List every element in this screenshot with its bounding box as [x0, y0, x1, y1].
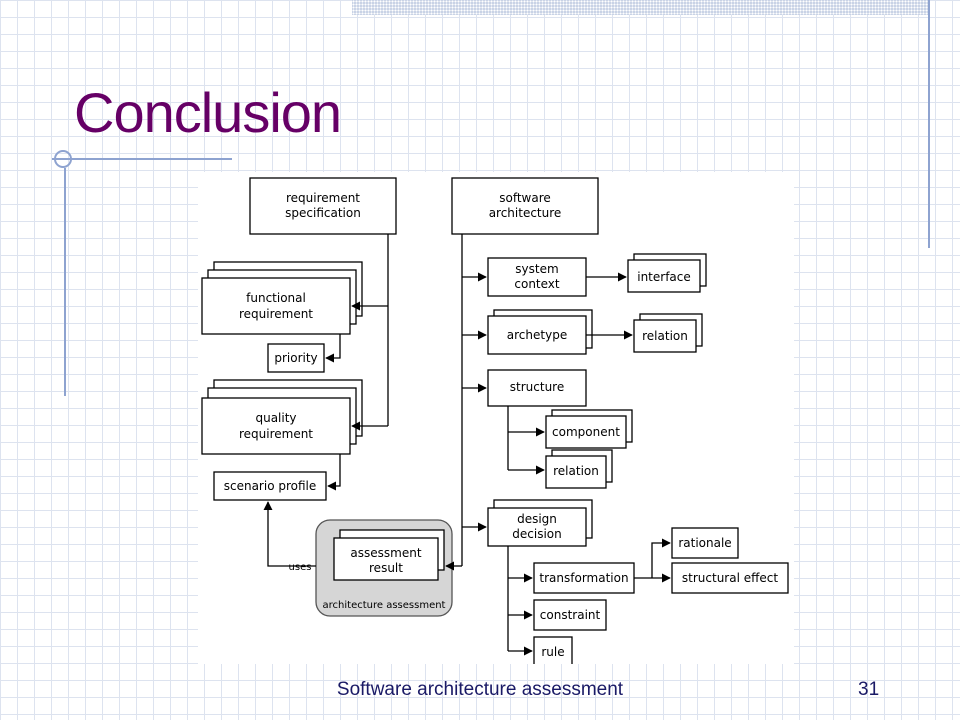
- interface-node: interface: [627, 253, 707, 293]
- top-decorative-band: [352, 0, 930, 15]
- component-label: component: [552, 425, 620, 439]
- uses-label: uses: [289, 562, 312, 573]
- relation-archetype-node: relation: [633, 313, 703, 353]
- structure-node: structure: [487, 369, 587, 407]
- priority-node: priority: [267, 343, 325, 373]
- transformation-label: transformation: [539, 571, 628, 585]
- architecture-assessment-label: architecture assessment: [323, 600, 446, 611]
- rationale-node: rationale: [671, 527, 739, 559]
- archetype-node: archetype: [487, 309, 593, 355]
- structural-effect-label: structural effect: [682, 571, 778, 585]
- component-node: component: [545, 409, 633, 449]
- design-decision-node: design decision: [487, 499, 593, 547]
- software-architecture-label-1: software: [499, 191, 551, 205]
- architecture-assessment-diagram: requirement specification functional req…: [201, 177, 789, 664]
- left-accent-line: [64, 168, 66, 396]
- design-decision-label-1: design: [517, 512, 557, 526]
- relation-archetype-label: relation: [642, 329, 688, 343]
- transformation-node: transformation: [533, 562, 635, 594]
- assessment-result-label-1: assessment: [350, 546, 421, 560]
- constraint-node: constraint: [533, 599, 607, 631]
- right-accent-line: [928, 0, 930, 248]
- functional-requirement-node: functional requirement: [201, 261, 363, 335]
- software-architecture-label-2: architecture: [489, 206, 562, 220]
- relation-structure-node: relation: [545, 449, 613, 489]
- requirement-specification-label-1: requirement: [286, 191, 360, 205]
- functional-requirement-label-1: functional: [246, 291, 306, 305]
- priority-label: priority: [274, 351, 317, 365]
- slide-title: Conclusion: [74, 81, 342, 144]
- software-architecture-node: software architecture: [451, 177, 599, 235]
- title-underline: [52, 158, 232, 160]
- structure-label: structure: [510, 380, 564, 394]
- rule-node: rule: [533, 636, 573, 664]
- interface-label: interface: [637, 270, 691, 284]
- archetype-label: archetype: [507, 328, 567, 342]
- scenario-profile-label: scenario profile: [224, 479, 317, 493]
- constraint-label: constraint: [540, 608, 601, 622]
- page-number: 31: [858, 679, 880, 700]
- system-context-node: system context: [487, 257, 587, 297]
- requirement-specification-node: requirement specification: [249, 177, 397, 235]
- relation-structure-label: relation: [553, 464, 599, 478]
- quality-requirement-label-1: quality: [255, 411, 296, 425]
- crosshair-ornament-icon: [54, 150, 72, 168]
- diagram-panel: requirement specification functional req…: [198, 172, 794, 664]
- slide-footer: Software architecture assessment: [336, 679, 624, 700]
- assessment-result-label-2: result: [369, 561, 403, 575]
- design-decision-label-2: decision: [512, 527, 561, 541]
- rule-label: rule: [541, 645, 564, 659]
- scenario-profile-node: scenario profile: [213, 471, 327, 501]
- quality-requirement-node: quality requirement: [201, 379, 363, 455]
- right-connectors: [445, 234, 671, 656]
- structural-effect-node: structural effect: [671, 562, 789, 594]
- quality-requirement-label-2: requirement: [239, 427, 313, 441]
- system-context-label-2: context: [514, 277, 560, 291]
- requirement-specification-label-2: specification: [285, 206, 361, 220]
- architecture-assessment-group: assessment result architecture assessmen…: [315, 519, 453, 617]
- functional-requirement-label-2: requirement: [239, 307, 313, 321]
- system-context-label-1: system: [515, 262, 558, 276]
- left-connectors: uses: [263, 234, 389, 573]
- rationale-label: rationale: [678, 536, 731, 550]
